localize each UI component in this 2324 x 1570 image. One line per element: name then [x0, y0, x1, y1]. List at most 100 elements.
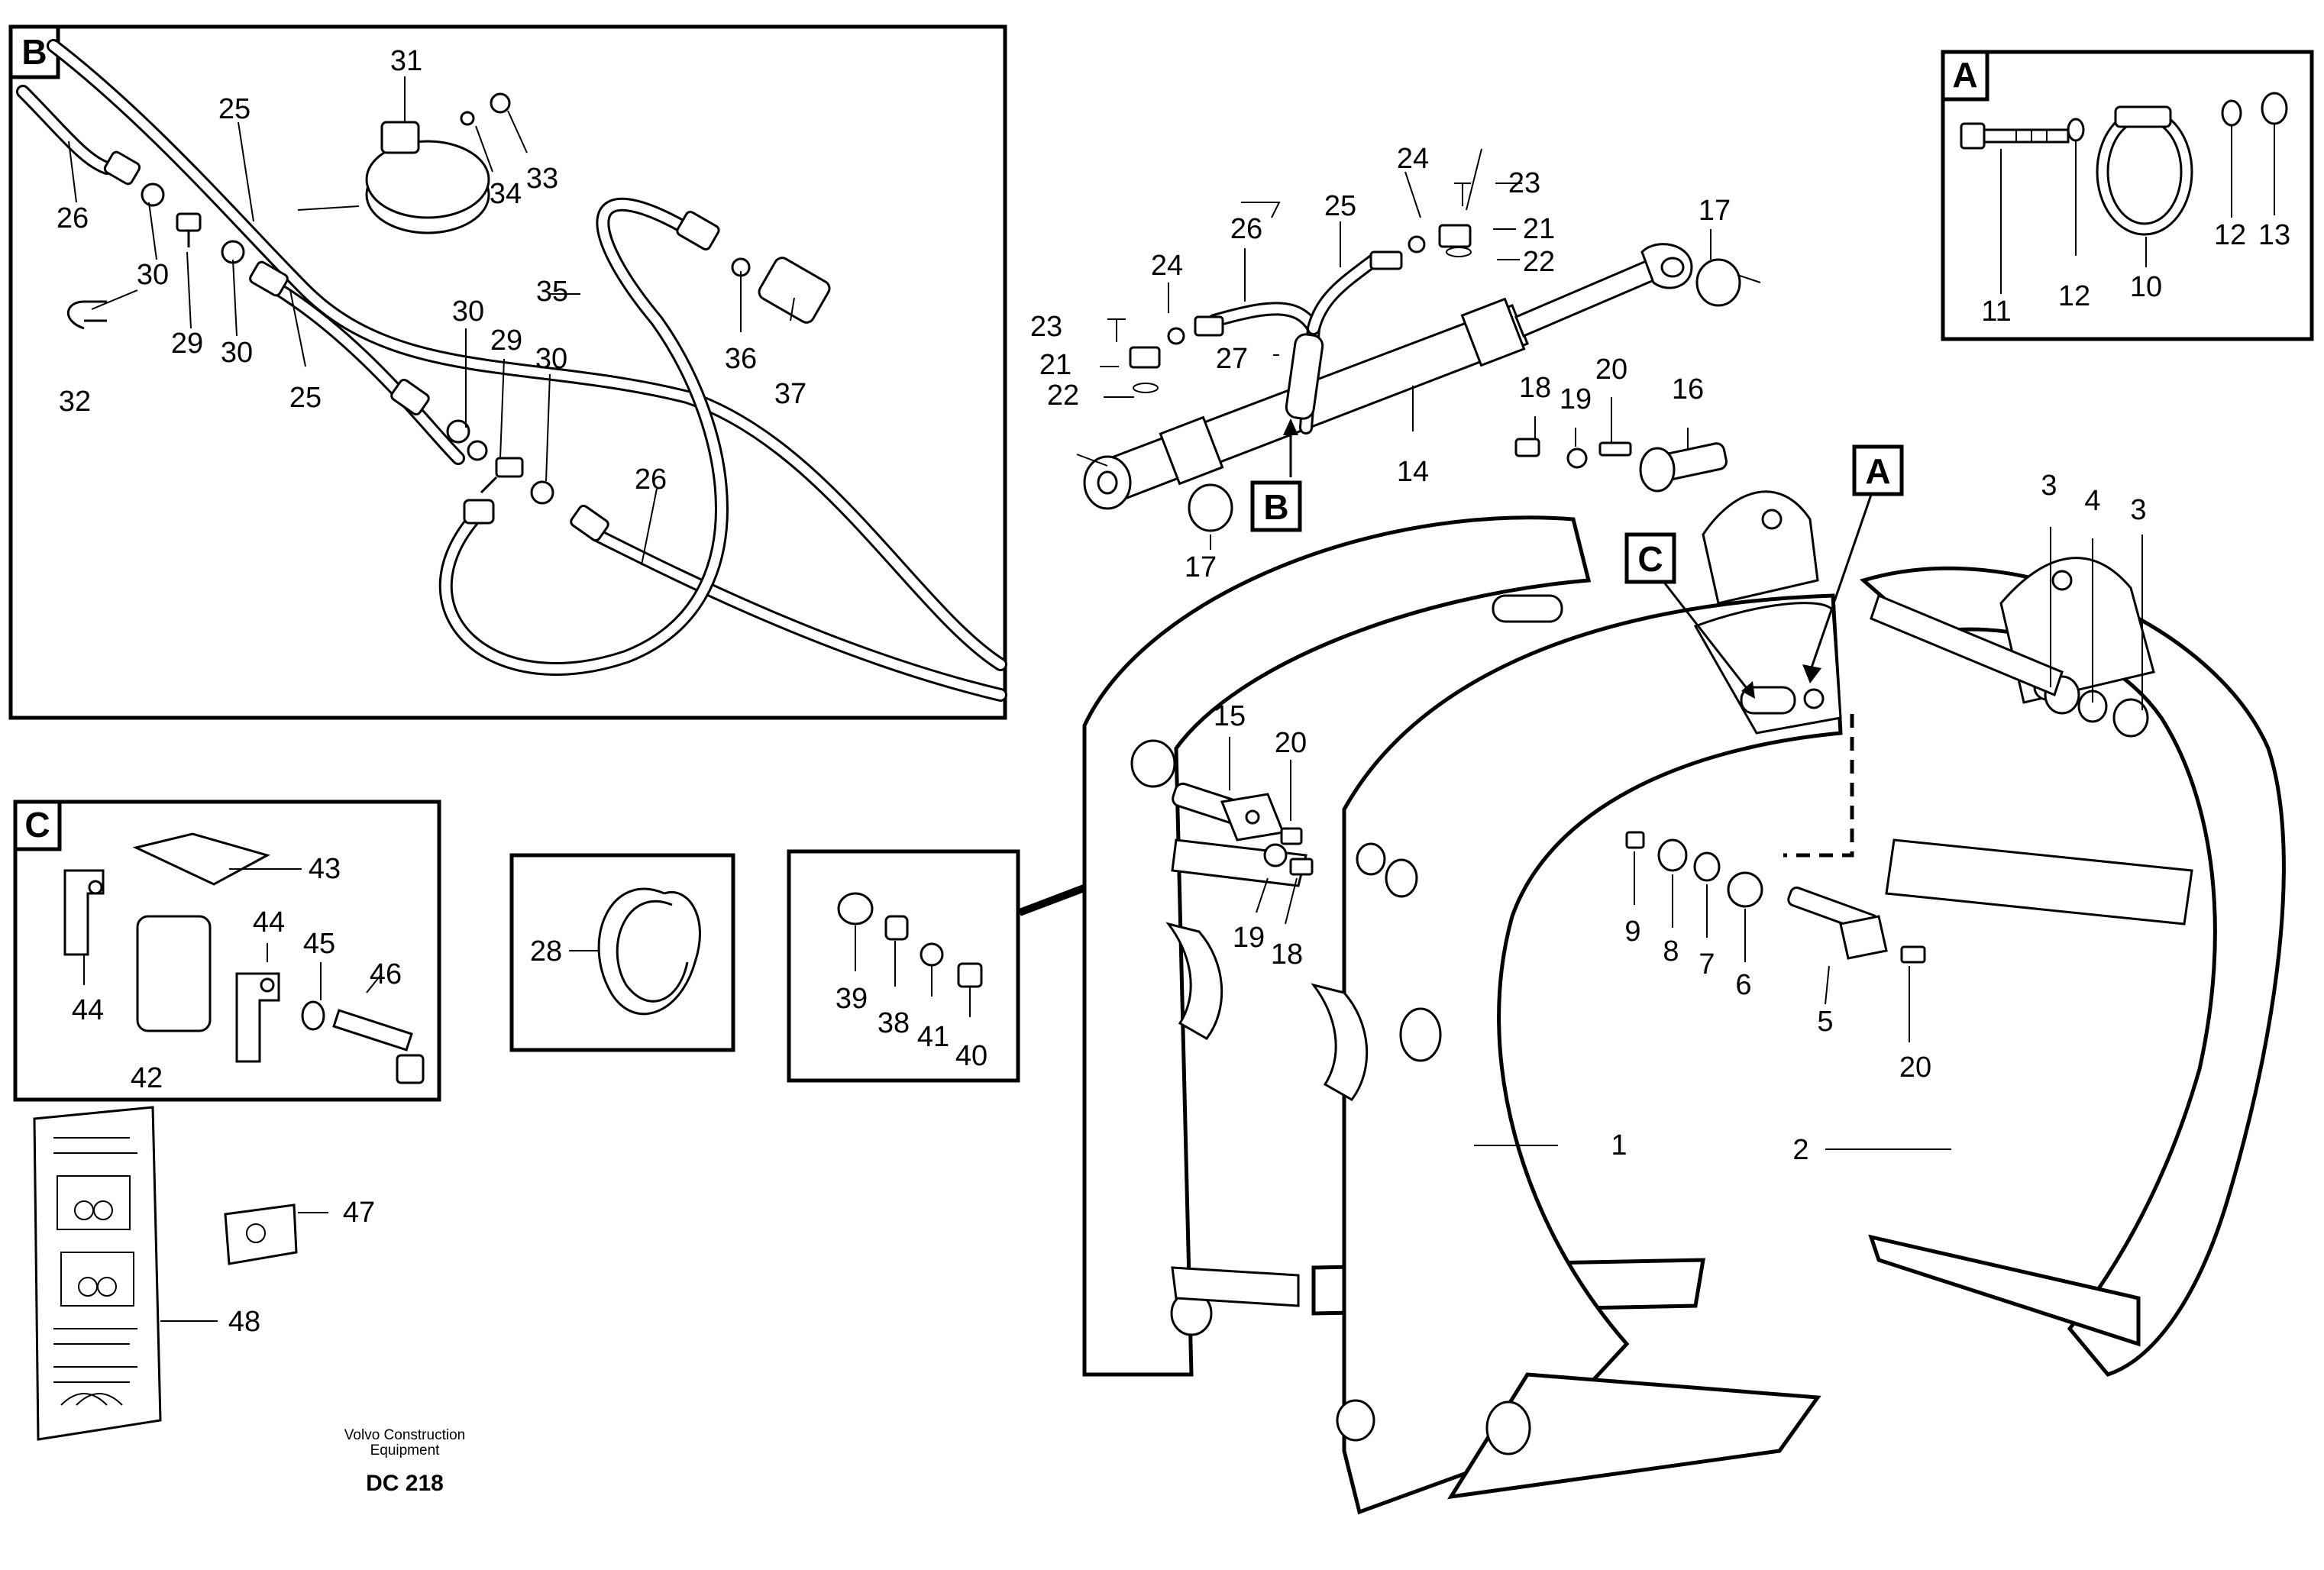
bracket-44-left [63, 869, 105, 956]
fittings-middle [390, 378, 609, 542]
label-8: 8 [1663, 935, 1679, 968]
callout-c-letter: C [1637, 539, 1663, 579]
label-12-b: 12 [2214, 219, 2246, 251]
label-28: 28 [530, 935, 562, 968]
label-19-top: 19 [1560, 383, 1592, 415]
bushing-17-lower [1188, 483, 1233, 532]
leaders-b [68, 76, 795, 566]
cross-tube-upper [1870, 593, 2064, 697]
detail-strap-28: 28 [509, 853, 735, 1052]
label-14: 14 [1397, 456, 1429, 488]
label-39: 39 [836, 983, 868, 1015]
detail-box-b: B [8, 24, 1007, 720]
label-3-left: 3 [2041, 470, 2057, 502]
label-7: 7 [1699, 948, 1715, 980]
bracket-44-right [235, 972, 280, 1063]
label-9: 9 [1624, 916, 1640, 948]
footer: Volvo Construction Equipment DC 218 [344, 1427, 465, 1496]
callout-a-letter: A [1865, 451, 1890, 491]
box-a-letter: A [1952, 55, 1977, 95]
bolt-46 [332, 1009, 425, 1084]
label-20-top: 20 [1595, 354, 1627, 386]
label-38: 38 [878, 1007, 910, 1039]
washer-7 [1693, 851, 1721, 882]
label-30-c: 30 [452, 296, 484, 328]
nut-8 [1657, 838, 1688, 872]
label-10: 10 [2130, 271, 2162, 303]
callout-b-letter: B [1263, 487, 1288, 527]
callout-c: C [1624, 532, 1755, 699]
label-2: 2 [1792, 1134, 1808, 1166]
detail-box-a: A 11 12 10 12 13 [1941, 50, 2314, 341]
bushing-6 [1727, 871, 1763, 908]
label-37: 37 [774, 378, 806, 410]
fittings-upper [103, 150, 289, 297]
label-17-lower: 17 [1185, 551, 1217, 583]
hook-right [1311, 983, 1369, 1101]
label-6: 6 [1735, 969, 1751, 1001]
label-29-left: 29 [171, 328, 203, 360]
coupling-37 [676, 210, 831, 324]
label-1: 1 [1611, 1129, 1627, 1161]
label-34: 34 [490, 178, 522, 210]
label-27: 27 [1216, 343, 1248, 375]
pin-16-group: 18 19 20 16 [1514, 354, 1728, 493]
label-25-mid: 25 [289, 382, 322, 414]
label-36: 36 [725, 343, 757, 375]
label-4: 4 [2084, 485, 2100, 517]
detail-grease-set: 39 38 41 40 [787, 849, 1020, 1083]
label-35: 35 [536, 276, 568, 308]
leaders-c [83, 868, 383, 1000]
decal-48: 48 [33, 1106, 260, 1441]
callout-b: B [1250, 418, 1302, 532]
pad-42 [136, 915, 212, 1032]
pin-15-group: 15 20 19 18 [1172, 700, 1314, 971]
label-30-d: 30 [535, 343, 567, 375]
grease-nipple-9 [1625, 831, 1645, 849]
footer-doc-code: DC 218 [366, 1471, 444, 1496]
label-26-left: 26 [57, 202, 89, 234]
decal-47: 47 [224, 1197, 375, 1265]
hose-26 [16, 85, 1007, 702]
label-48: 48 [228, 1306, 260, 1338]
label-40: 40 [955, 1040, 987, 1072]
hole-front [1803, 688, 1825, 709]
label-44-left: 44 [72, 994, 104, 1026]
label-3-right: 3 [2130, 494, 2146, 526]
ring-10 [2096, 105, 2193, 236]
washer-12-left [2067, 118, 2085, 142]
jaw-1-tip [1447, 1372, 1821, 1500]
label-47: 47 [343, 1197, 375, 1229]
leaders-a [2000, 124, 2275, 294]
label-13: 13 [2258, 219, 2290, 251]
label-30-a: 30 [137, 259, 169, 291]
bushing-17-upper [1695, 258, 1741, 307]
ubolt-32 [66, 300, 107, 330]
leaders-cylinder [1100, 148, 1711, 550]
callout-a: A [1802, 444, 1904, 683]
label-41: 41 [917, 1021, 949, 1053]
label-31: 31 [390, 45, 422, 77]
label-23-right: 23 [1508, 167, 1540, 199]
label-20-mid: 20 [1275, 727, 1307, 759]
footer-brand-line1: Volvo Construction [344, 1427, 465, 1443]
label-22-left: 22 [1047, 380, 1079, 412]
slot-front [1740, 686, 1796, 715]
label-29-mid: 29 [490, 325, 522, 357]
label-12-a: 12 [2058, 280, 2090, 312]
label-22-right: 22 [1523, 246, 1555, 278]
label-17-upper: 17 [1699, 195, 1731, 227]
box-b-letter: B [21, 32, 47, 72]
label-23-left: 23 [1030, 311, 1062, 343]
nut-13 [2261, 92, 2288, 125]
hose-35 [438, 197, 729, 676]
label-5: 5 [1817, 1006, 1833, 1038]
washer-45 [301, 1000, 325, 1031]
bolt-11 [1960, 122, 2070, 150]
label-24-left: 24 [1151, 250, 1183, 282]
label-44-right: 44 [253, 906, 285, 938]
label-19-mid: 19 [1233, 922, 1265, 954]
box-c-letter: C [24, 805, 50, 845]
label-15: 15 [1214, 700, 1246, 732]
